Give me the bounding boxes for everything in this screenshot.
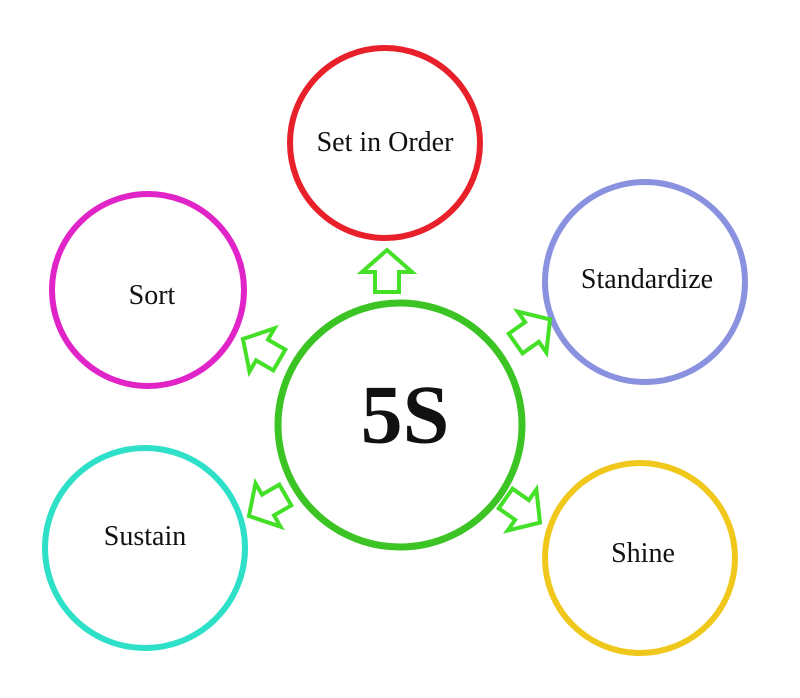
arrow-to-sustain-icon <box>246 477 295 531</box>
node-label-standardize: Standardize <box>580 264 714 295</box>
node-label-sort: Sort <box>128 280 176 311</box>
node-label-set-in-order: Set in Order <box>316 127 454 158</box>
node-circle-shine <box>542 460 738 656</box>
node-label-sustain: Sustain <box>103 521 187 552</box>
node-circle-set-in-order <box>287 45 483 241</box>
center-circle <box>274 299 526 551</box>
center-label: 5S <box>360 368 450 462</box>
node-circle-sort <box>49 191 247 389</box>
node-circle-sustain <box>42 445 248 651</box>
node-label-shine: Shine <box>611 538 675 569</box>
arrow-to-sort-icon <box>240 324 289 378</box>
arrow-up-icon <box>356 247 418 294</box>
arrow-to-shine-icon <box>495 484 543 534</box>
arrow-to-standardize-icon <box>505 308 553 358</box>
node-circle-standardize <box>542 179 748 385</box>
